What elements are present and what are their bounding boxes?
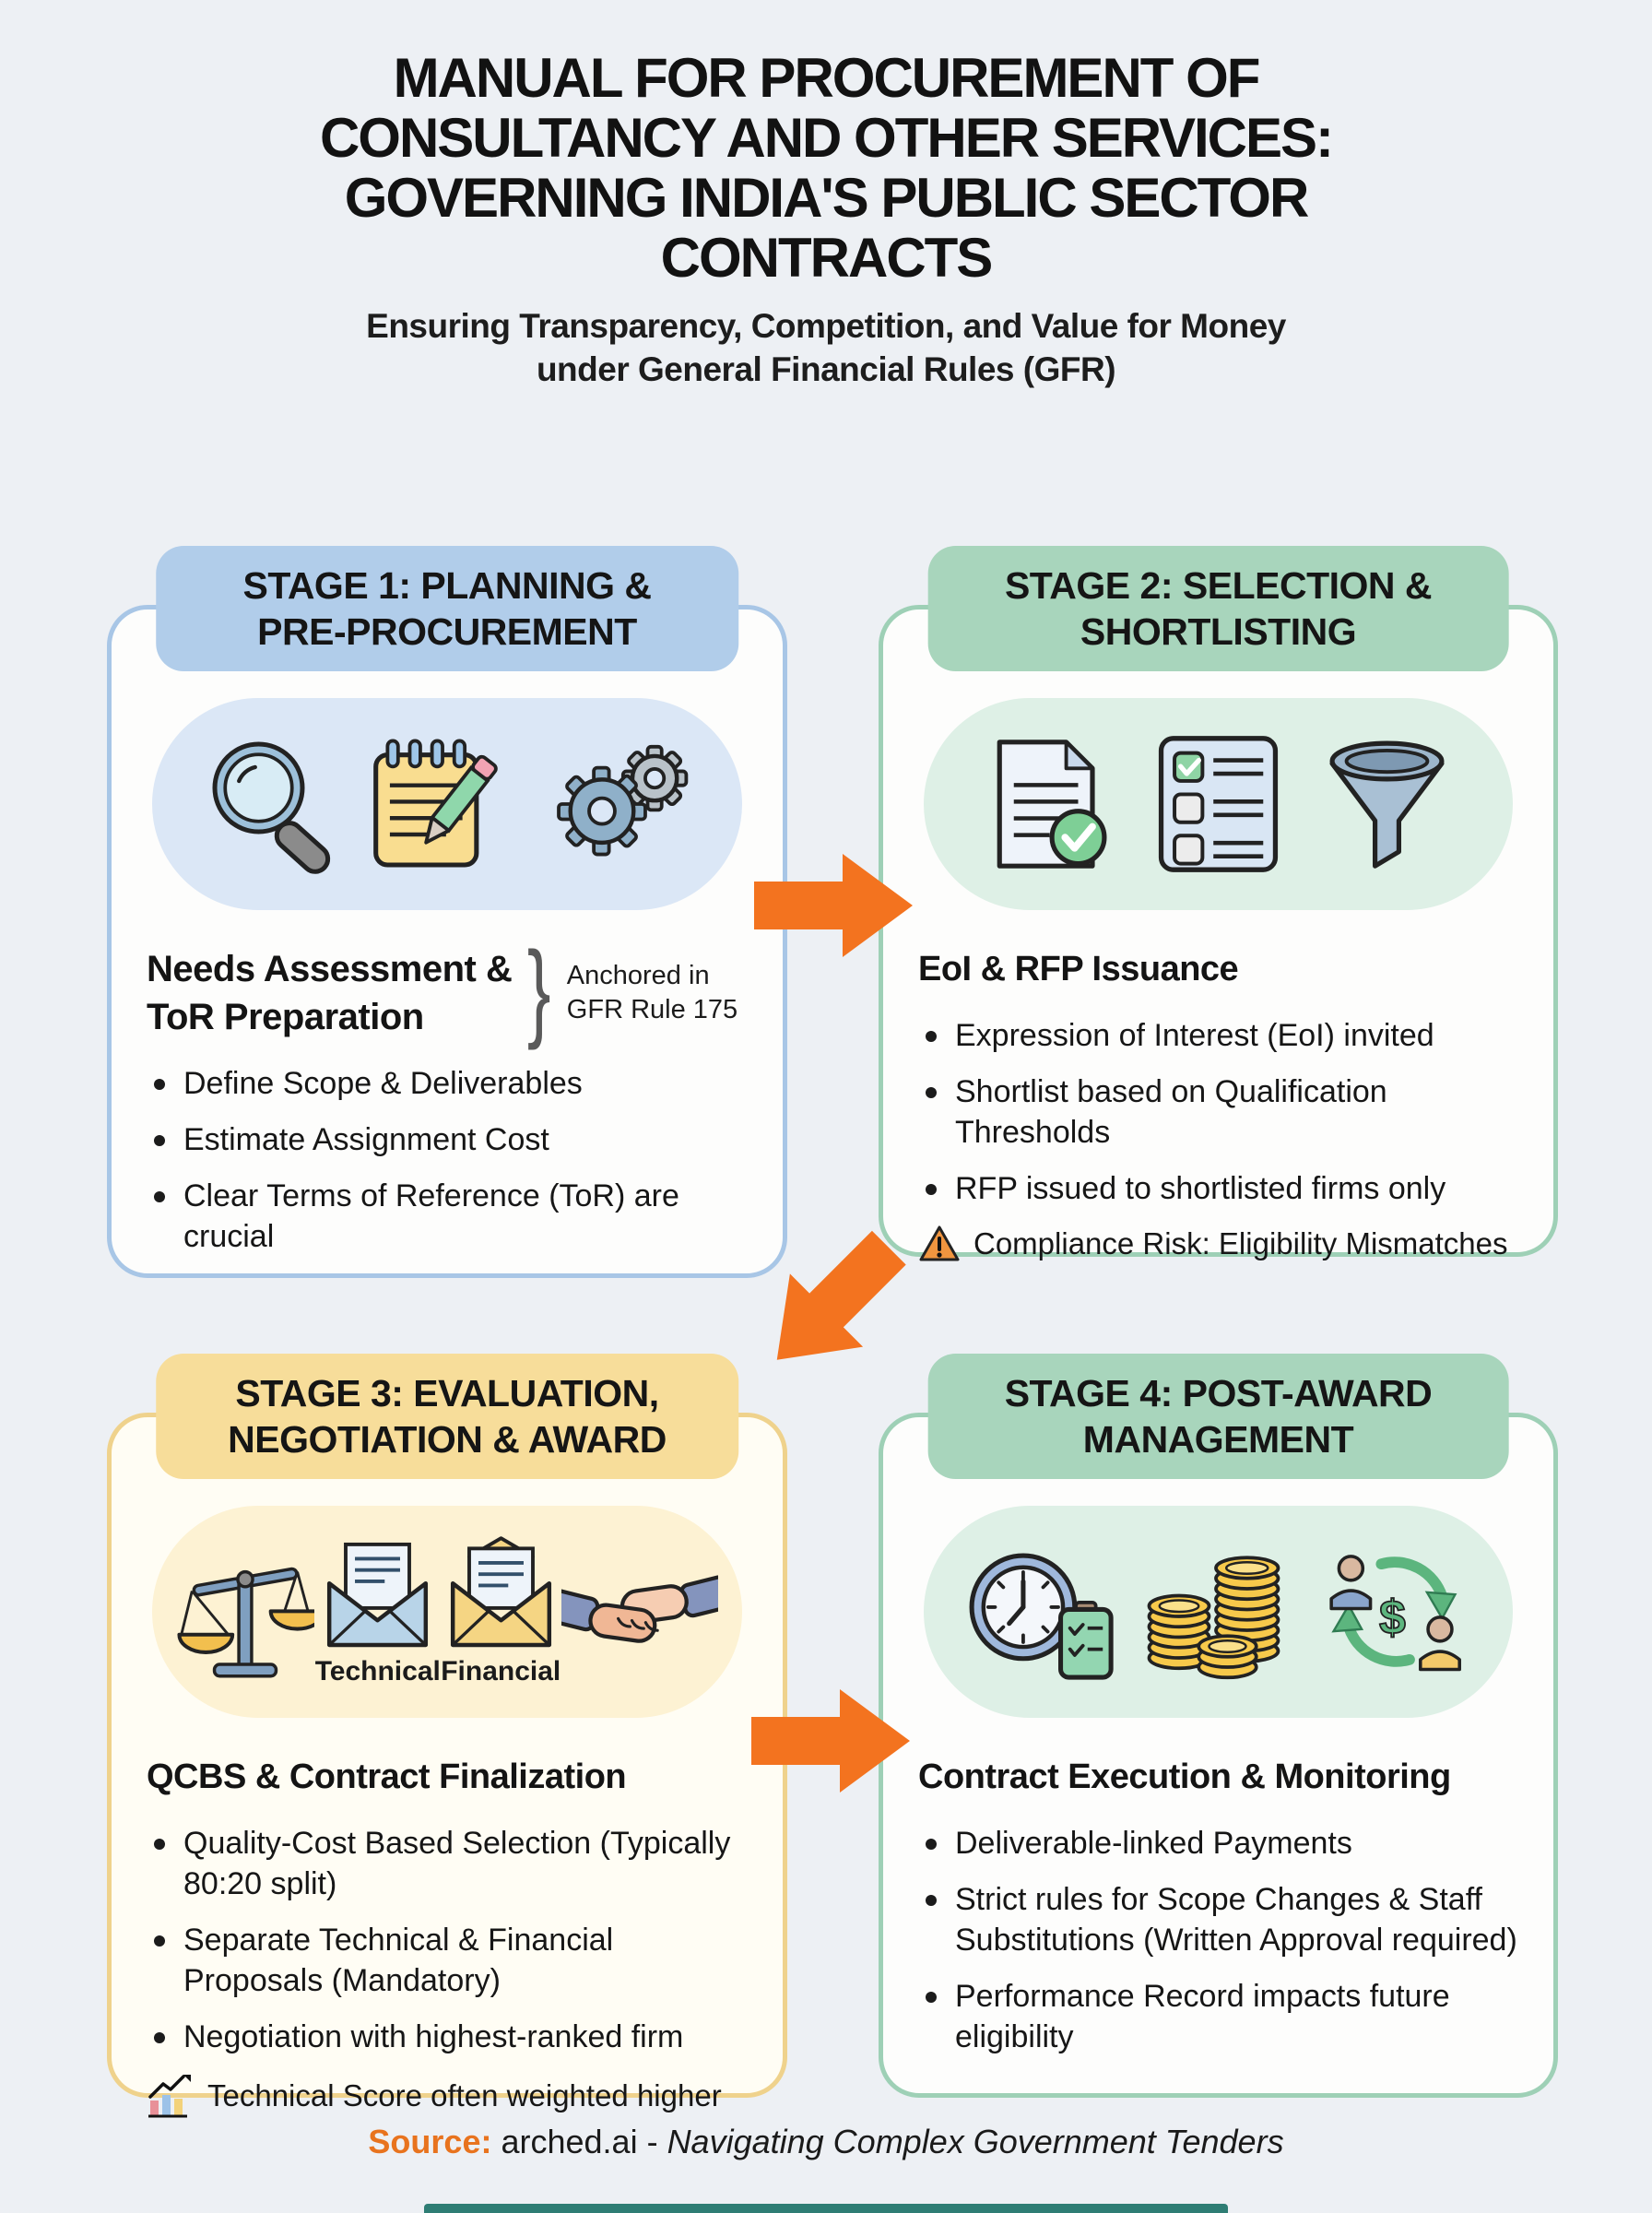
rising-chart-icon [148,2075,191,2118]
bottom-accent-bar [424,2204,1228,2213]
document-check-icon [978,730,1121,878]
stage-4-card: STAGE 4: POST-AWARD MANAGEMENT [879,1354,1558,2098]
stage-4-bullet-list: Deliverable-linked Payments Strict rules… [918,1823,1518,2057]
handshake-icon [560,1543,718,1681]
brace-icon: } [527,929,551,1051]
bullet-item: Negotiation with highest-ranked firm [147,2017,748,2057]
page-title: MANUAL FOR PROCUREMENT OF CONSULTANCY AN… [319,47,1334,289]
technical-envelope-label: Technical [314,1656,441,1686]
stage1-to-stage2-arrow-icon [754,854,913,957]
stage-2-heading: EoI & RFP Issuance [918,950,1239,988]
financial-envelope-icon: Financial [441,1536,560,1687]
bullet-item: Strict rules for Scope Changes & Staff S… [918,1879,1518,1960]
stage-2-card: STAGE 2: SELECTION & SHORTLISTING [879,546,1558,1261]
stage-4-header: STAGE 4: POST-AWARD MANAGEMENT [927,1354,1509,1479]
funnel-icon [1316,730,1458,878]
balance-scale-icon [176,1536,315,1688]
bullet-item: Deliverable-linked Payments [918,1823,1518,1864]
money-exchange-icon: $ [1318,1538,1470,1686]
stage-4-icon-strip: $ [924,1506,1513,1718]
clock-clipboard-icon [967,1538,1119,1686]
gfr-rule-callout: Anchored in GFR Rule 175 [566,961,738,1024]
stage-3-header: STAGE 3: EVALUATION, NEGOTIATION & AWARD [156,1354,738,1479]
checklist-icon [1151,730,1285,878]
page-subtitle: Ensuring Transparency, Competition, and … [366,307,1286,388]
stage-2-icon-strip [924,698,1513,910]
compliance-warning: Compliance Risk: Eligibility Mismatches [918,1225,1518,1263]
stage3-to-stage4-arrow-icon [751,1689,910,1793]
technical-envelope-icon: Technical [315,1536,441,1687]
stage-1-heading: Needs Assessment & ToR Preparation [147,949,513,1037]
bullet-item: RFP issued to shortlisted firms only [918,1168,1518,1209]
stage-4-heading: Contract Execution & Monitoring [918,1757,1451,1796]
technical-score-note-text: Technical Score often weighted higher [207,2078,722,2112]
financial-envelope-label: Financial [441,1656,561,1686]
stage-1-icon-strip [152,698,742,910]
gears-icon [541,730,693,878]
bullet-item: Shortlist based on Qualification Thresho… [918,1071,1518,1153]
stage-3-icon-strip: Technical Financial [152,1506,742,1718]
bullet-item: Separate Technical & Financial Proposals… [147,1920,748,2001]
source-text: arched.ai - [501,2123,667,2160]
stage2-to-stage3-arrow-icon [776,1230,906,1360]
source-line: Source:arched.ai - Navigating Complex Go… [0,2123,1652,2161]
bullet-item: Estimate Assignment Cost [147,1119,748,1160]
warning-triangle-icon [919,1225,960,1261]
magnifier-icon [201,730,339,878]
bullet-item: Clear Terms of Reference (ToR) are cruci… [147,1176,748,1257]
bullet-item: Define Scope & Deliverables [147,1063,748,1104]
svg-text:$: $ [1379,1591,1406,1644]
technical-score-note: Technical Score often weighted higher [147,2073,748,2119]
bullet-item: Expression of Interest (EoI) invited [918,1015,1518,1056]
source-label: Source: [368,2123,492,2160]
stage-1-card: STAGE 1: PLANNING & PRE-PROCUREMENT [107,546,787,1278]
stage-2-bullet-list: Expression of Interest (EoI) invited Sho… [918,1015,1518,1209]
stage-1-header: STAGE 1: PLANNING & PRE-PROCUREMENT [156,546,738,671]
stage-3-bullet-list: Quality-Cost Based Selection (Typically … [147,1823,748,2057]
bullet-item: Performance Record impacts future eligib… [918,1976,1518,2057]
bullet-item: Quality-Cost Based Selection (Typically … [147,1823,748,1904]
stage-2-header: STAGE 2: SELECTION & SHORTLISTING [927,546,1509,671]
notepad-pencil-icon [364,730,516,878]
coin-stacks-icon [1138,1538,1299,1686]
source-title: Navigating Complex Government Tenders [667,2123,1284,2160]
compliance-warning-text: Compliance Risk: Eligibility Mismatches [974,1226,1508,1260]
stage-3-heading: QCBS & Contract Finalization [147,1757,627,1796]
stage-3-card: STAGE 3: EVALUATION, NEGOTIATION & AWARD [107,1354,787,2118]
stage-1-bullet-list: Define Scope & Deliverables Estimate Ass… [147,1063,748,1257]
